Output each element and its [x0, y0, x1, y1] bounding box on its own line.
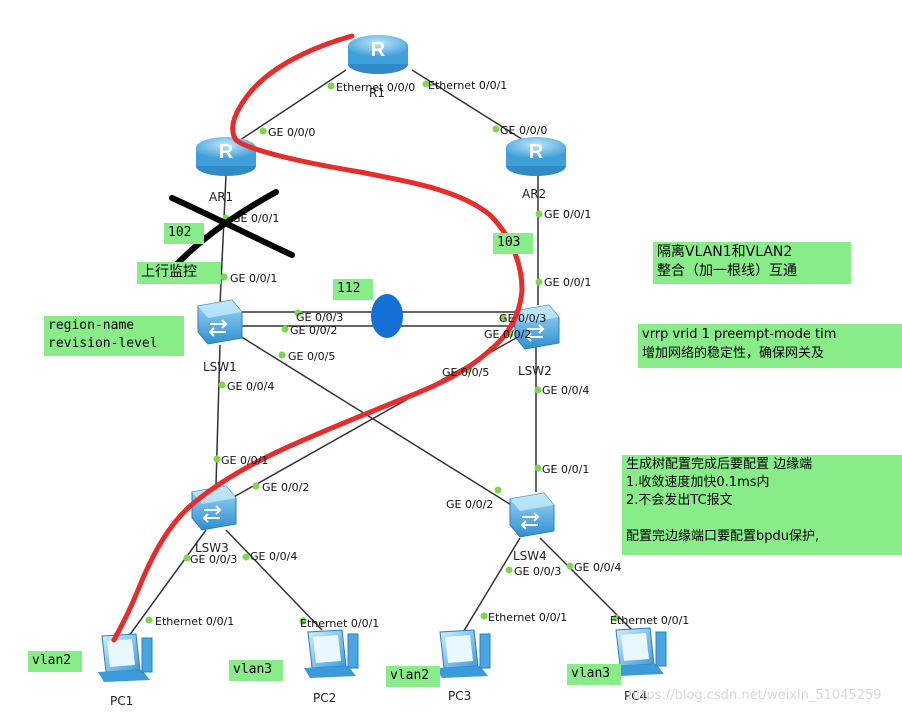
port-label: GE 0/0/1 — [232, 212, 280, 225]
port-label: GE 0/0/3 — [296, 311, 344, 324]
port-label: GE 0/0/1 — [230, 272, 278, 285]
device-label-lsw2: LSW2 — [518, 364, 552, 378]
note-103: 103 — [493, 233, 533, 254]
port-label: GE 0/0/3 — [499, 312, 547, 325]
port-label: GE 0/0/0 — [268, 126, 316, 139]
port-dots — [145, 80, 620, 625]
port-label: GE 0/0/2 — [484, 328, 532, 341]
port-label: GE 0/0/2 — [290, 324, 338, 337]
port-label: Ethernet 0/0/0 — [336, 81, 416, 94]
router-r1-icon[interactable] — [348, 35, 408, 74]
port-label: GE 0/0/5 — [288, 350, 336, 363]
switch-lsw4-icon[interactable] — [509, 492, 555, 538]
disabled-link-cross-mark — [169, 189, 295, 268]
port-label: GE 0/0/0 — [500, 124, 548, 137]
port-label: GE 0/0/1 — [544, 208, 592, 221]
device-label-ar2: AR2 — [522, 187, 547, 201]
port-label: Ethernet 0/0/1 — [488, 611, 568, 624]
device-label-lsw3: LSW3 — [195, 541, 229, 555]
port-label: GE 0/0/5 — [442, 366, 490, 379]
link-lsw1-lsw4 — [239, 335, 517, 509]
loop-marker-oval — [371, 294, 403, 338]
note-vlan-pc2: vlan3 — [229, 660, 283, 681]
note-112: 112 — [333, 279, 373, 300]
port-label: Ethernet 0/0/1 — [610, 614, 690, 627]
watermark-url: https://blog.csdn.net/weixin_51045259 — [628, 688, 882, 703]
port-label: GE 0/0/1 — [544, 276, 592, 289]
link-lsw4-pc3 — [461, 537, 521, 635]
router-ar1-icon[interactable] — [196, 137, 256, 176]
port-label: Ethernet 0/0/1 — [428, 79, 508, 92]
note-uplink-monitor: 上行监控 — [137, 262, 221, 284]
note-region: region-name revision-level — [44, 316, 184, 356]
device-label-pc3: PC3 — [448, 689, 472, 703]
port-label: GE 0/0/2 — [262, 481, 310, 494]
switch-lsw3-icon[interactable] — [191, 485, 237, 531]
note-vlan-pc1: vlan2 — [28, 651, 82, 672]
note-vrrp: vrrp vrid 1 preempt-mode tim 增加网络的稳定性，确保… — [638, 324, 902, 368]
traffic-path-red — [111, 33, 525, 643]
port-label: GE 0/0/4 — [542, 384, 590, 397]
device-label-lsw1: LSW1 — [203, 360, 237, 374]
note-vlan-pc4: vlan3 — [567, 664, 621, 685]
device-label-ar1: AR1 — [209, 190, 234, 204]
device-label-pc1: PC1 — [110, 694, 134, 708]
pc2-icon[interactable] — [303, 629, 359, 679]
link-lsw3-pc2 — [225, 529, 323, 631]
link-lsw3-pc1 — [125, 529, 207, 641]
link-ar1-lsw1 — [219, 174, 227, 306]
router-ar2-icon[interactable] — [506, 137, 566, 176]
device-label-pc4: PC4 — [624, 689, 648, 703]
link-r1-ar1 — [227, 69, 347, 149]
port-label: Ethernet 0/0/1 — [155, 615, 235, 628]
switch-lsw1-icon[interactable] — [197, 299, 243, 345]
note-stp-edge: 生成树配置完成后要配置 边缘端 1.收敛速度加快0.1ms内 2.不会发出TC报… — [622, 455, 902, 555]
pc3-icon[interactable] — [435, 629, 491, 679]
link-r1-ar2 — [411, 69, 537, 149]
port-label: GE 0/0/4 — [574, 561, 622, 574]
port-label: GE 0/0/4 — [227, 380, 275, 393]
device-label-lsw4: LSW4 — [513, 549, 547, 563]
port-label: GE 0/0/1 — [221, 454, 269, 467]
device-label-r1: R1 — [369, 86, 385, 100]
note-isolate: 隔离VLAN1和VLAN2 整合（加一根线）互通 — [653, 242, 851, 284]
port-label: GE 0/0/1 — [542, 463, 590, 476]
port-label: GE 0/0/4 — [250, 550, 298, 563]
note-vlan-pc3: vlan2 — [386, 666, 440, 687]
note-102: 102 — [164, 223, 204, 244]
pc1-icon[interactable] — [97, 633, 153, 683]
port-label: Ethernet 0/0/1 — [300, 617, 380, 630]
port-label: GE 0/0/3 — [514, 565, 562, 578]
port-label: GE 0/0/2 — [446, 498, 494, 511]
device-label-pc2: PC2 — [313, 691, 337, 705]
port-label: GE 0/0/3 — [190, 553, 238, 566]
